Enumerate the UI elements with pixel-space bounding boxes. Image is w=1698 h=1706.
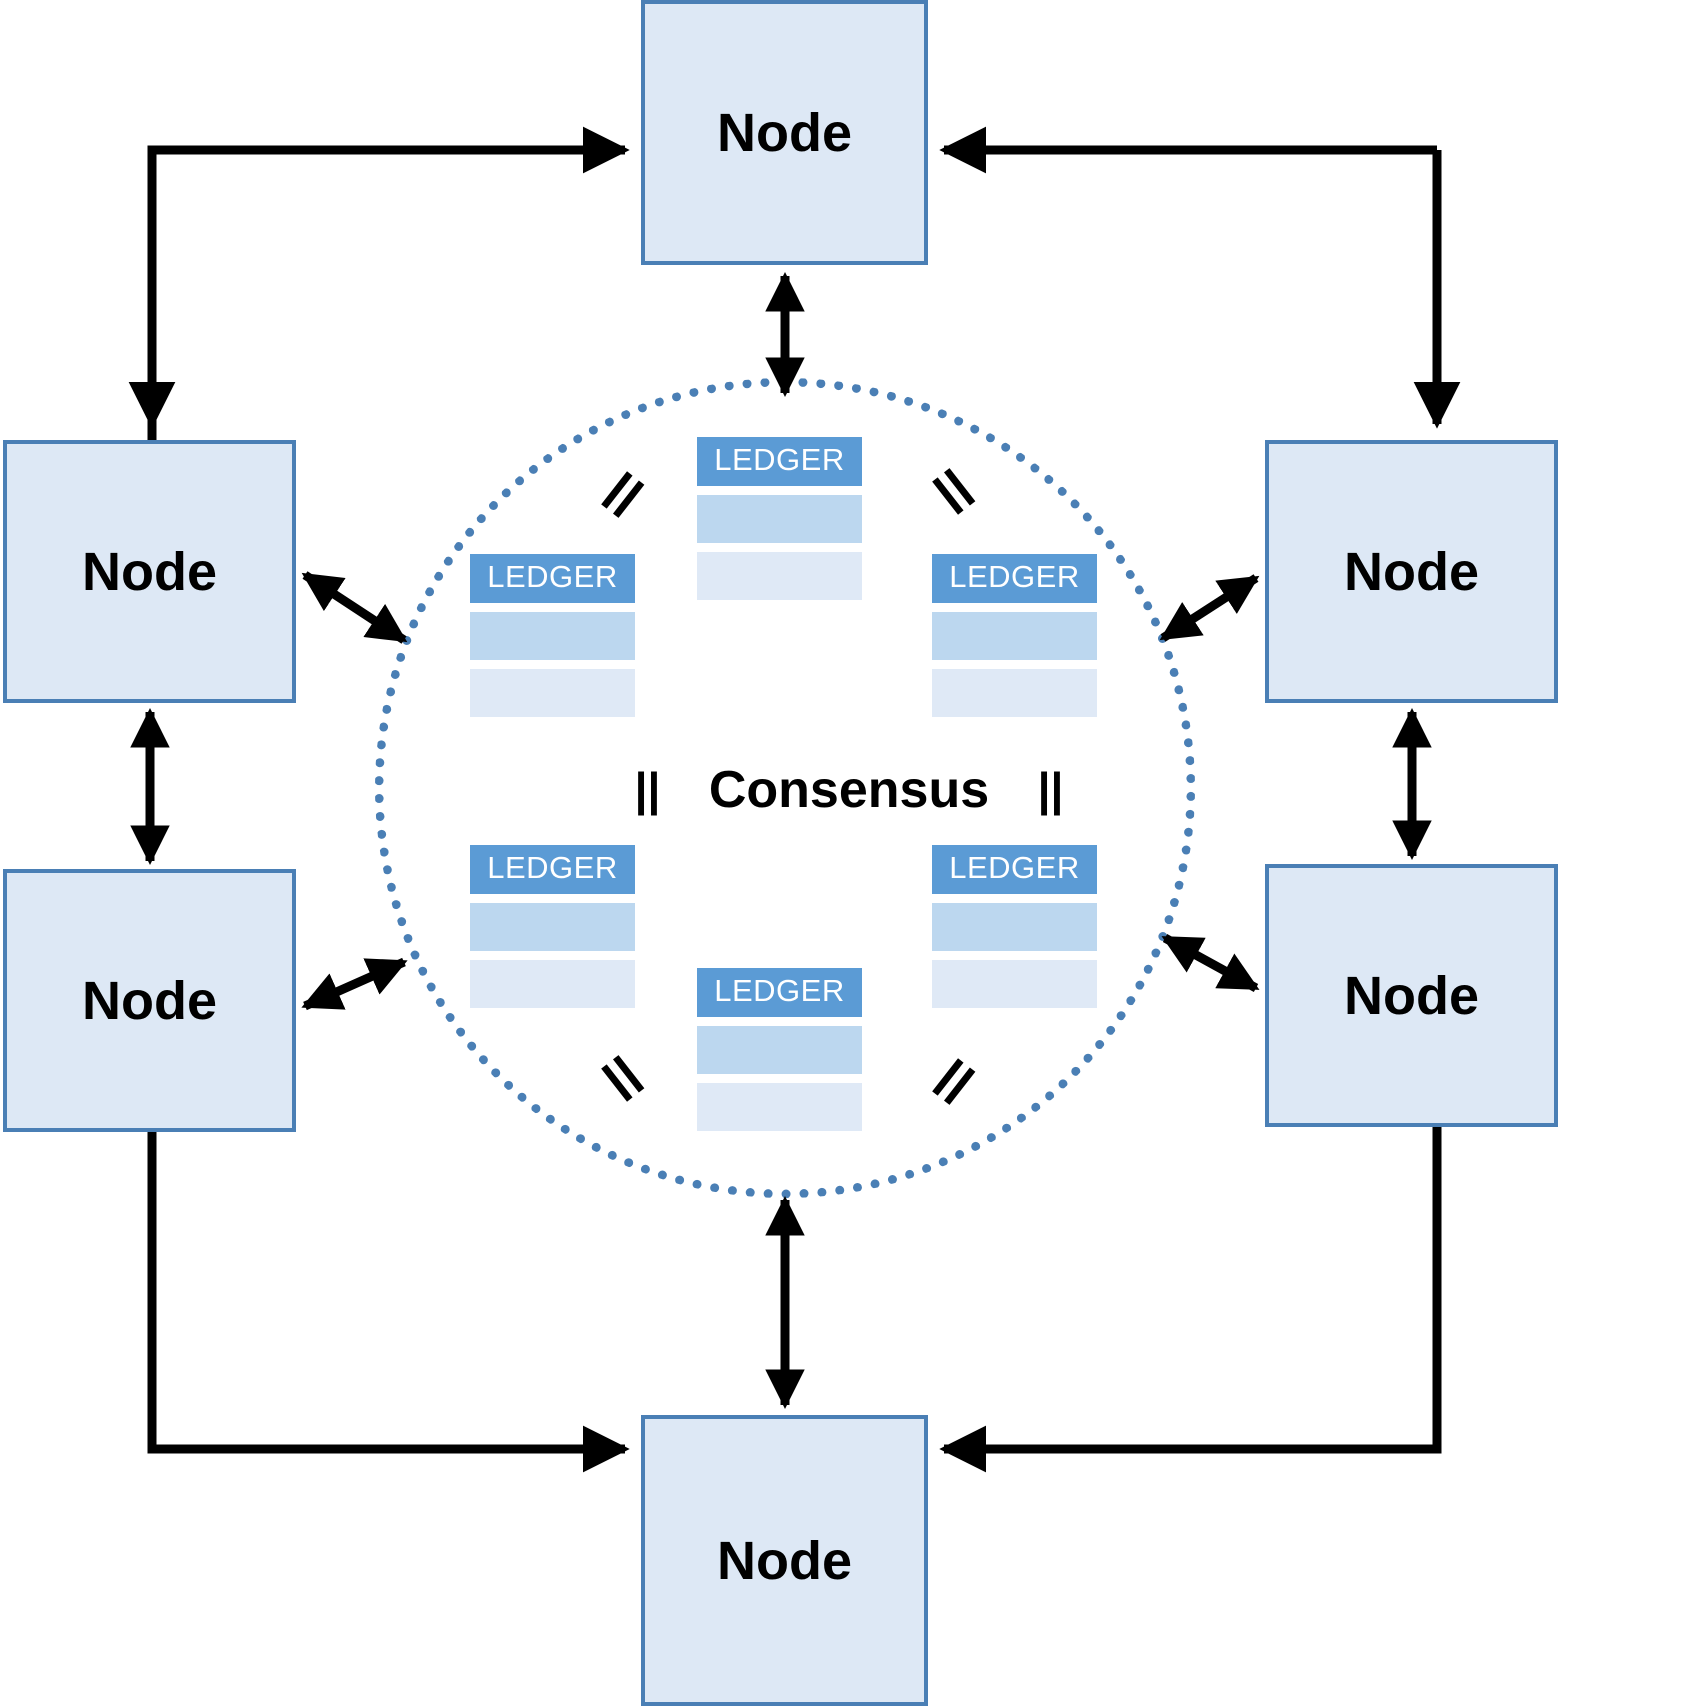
ledger-row — [697, 1026, 862, 1074]
ledger-bottom[interactable]: LEDGER — [697, 968, 862, 1131]
equals-left-bars: || — [634, 763, 661, 815]
ledger-upper-right[interactable]: LEDGER — [932, 554, 1097, 717]
ledger-top-header: LEDGER — [697, 437, 862, 486]
node-left-bottom[interactable]: Node — [3, 869, 296, 1132]
ledger-row — [932, 612, 1097, 660]
ledger-upper-left[interactable]: LEDGER — [470, 554, 635, 717]
ledger-upper-left-header: LEDGER — [470, 554, 635, 603]
node-left-bottom-label: Node — [82, 970, 217, 1031]
ledger-row — [470, 903, 635, 951]
ledger-lower-left-header: LEDGER — [470, 845, 635, 894]
ledger-row — [932, 669, 1097, 717]
node-right-top-label: Node — [1344, 541, 1479, 602]
ledger-row — [470, 612, 635, 660]
conn-leftbottom-consensus — [301, 957, 408, 1011]
conn-rightnode-to-topnode — [939, 126, 1461, 429]
node-top[interactable]: Node — [641, 0, 928, 265]
conn-righttop-consensus — [1159, 574, 1260, 642]
ledger-row — [697, 1083, 862, 1131]
conn-leftnode-to-topnode — [147, 126, 630, 440]
ledger-row — [470, 960, 635, 1008]
node-bottom-label: Node — [717, 1530, 852, 1591]
ledger-top[interactable]: LEDGER — [697, 437, 862, 600]
node-left-top-label: Node — [82, 541, 217, 602]
ledger-row — [697, 495, 862, 543]
ledger-upper-right-header: LEDGER — [932, 554, 1097, 603]
conn-rightnode-to-bottomnode — [939, 1127, 1442, 1473]
consensus-label-group: || Consensus || — [0, 760, 1698, 820]
ledger-lower-right-header: LEDGER — [932, 845, 1097, 894]
ledger-bottom-header: LEDGER — [697, 968, 862, 1017]
node-right-top[interactable]: Node — [1265, 440, 1558, 703]
conn-leftnode-to-bottomnode — [147, 1132, 630, 1473]
consensus-title: Consensus — [708, 761, 990, 819]
conn-rightbottom-consensus — [1161, 934, 1260, 992]
ledger-row — [697, 552, 862, 600]
ledger-lower-right[interactable]: LEDGER — [932, 845, 1097, 1008]
conn-lefttop-consensus — [301, 571, 408, 644]
node-left-top[interactable]: Node — [3, 440, 296, 703]
equals-right-bars: || — [1037, 763, 1064, 815]
ledger-row — [932, 960, 1097, 1008]
node-top-label: Node — [717, 102, 852, 163]
ledger-row — [932, 903, 1097, 951]
node-right-bottom[interactable]: Node — [1265, 864, 1558, 1127]
ledger-lower-left[interactable]: LEDGER — [470, 845, 635, 1008]
node-right-bottom-label: Node — [1344, 965, 1479, 1026]
ledger-row — [470, 669, 635, 717]
node-bottom[interactable]: Node — [641, 1415, 928, 1706]
